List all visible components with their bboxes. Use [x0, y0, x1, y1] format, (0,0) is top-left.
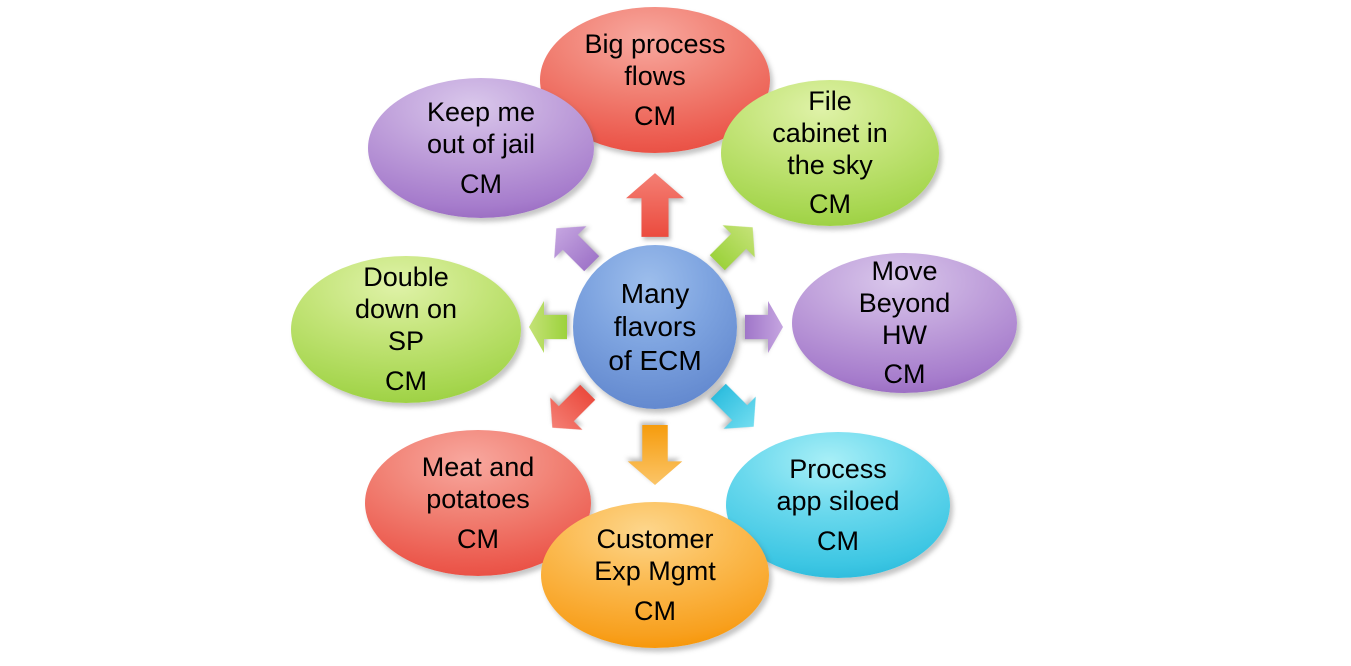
- node-file-cabinet-in-the-sky: File cabinet in the sky CM: [721, 80, 939, 226]
- node-tag: CM: [385, 365, 427, 396]
- node-tag: CM: [883, 359, 926, 390]
- node-tag: CM: [460, 168, 502, 199]
- center-node-many-flavors-of-ecm: Many flavors of ECM: [573, 245, 737, 409]
- node-label: Move Beyond HW: [858, 255, 951, 350]
- node-label: Double down on SP: [354, 262, 458, 357]
- node-label: Meat and potatoes: [421, 451, 535, 514]
- node-keep-me-out-of-jail: Keep me out of jail CM: [368, 78, 594, 218]
- node-label: Keep me out of jail: [426, 96, 536, 159]
- node-tag: CM: [817, 525, 859, 556]
- center-node-label: Many flavors of ECM: [608, 277, 702, 376]
- node-tag: CM: [634, 100, 676, 131]
- node-tag: CM: [457, 523, 499, 554]
- node-label: Process app siloed: [776, 453, 900, 516]
- arrow-to-move-beyond-hw-icon: [745, 301, 783, 353]
- arrow-to-meat-and-potatoes-icon: [536, 376, 604, 444]
- node-customer-exp-mgmt: Customer Exp Mgmt CM: [541, 502, 769, 648]
- node-tag: CM: [809, 189, 851, 220]
- node-process-app-siloed: Process app siloed CM: [726, 432, 950, 578]
- arrow-to-customer-exp-mgmt-icon: [627, 425, 683, 485]
- arrow-to-double-down-on-sp-icon: [529, 301, 567, 353]
- node-label: Customer Exp Mgmt: [594, 523, 716, 586]
- arrow-to-big-process-flows-icon: [626, 173, 684, 237]
- node-double-down-on-sp: Double down on SP CM: [291, 256, 521, 403]
- node-tag: CM: [634, 595, 676, 626]
- node-label: File cabinet in the sky: [772, 85, 888, 180]
- node-move-beyond-hw: Move Beyond HW CM: [792, 253, 1017, 393]
- node-label: Big process flows: [584, 28, 726, 91]
